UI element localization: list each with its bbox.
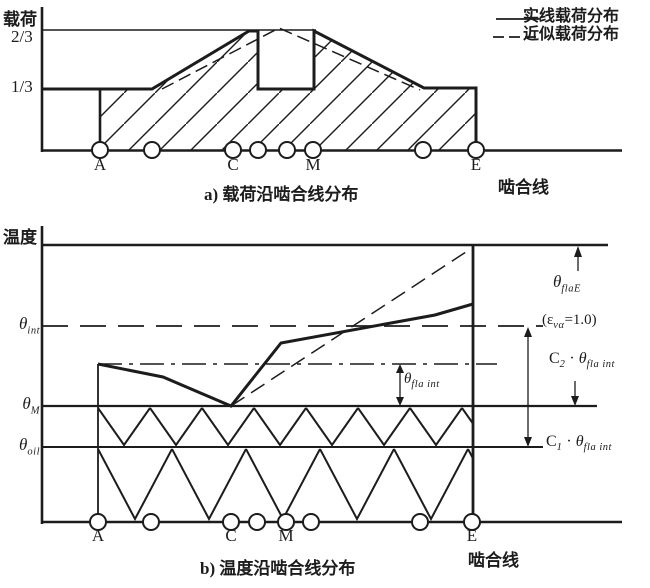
temp-solid-curve — [97, 302, 474, 408]
arrow-down-icon — [524, 437, 532, 447]
herringbone-band-upper — [98, 406, 473, 447]
load-solid-curve — [42, 28, 478, 150]
arrow-down-icon — [571, 396, 579, 406]
arrow-down-icon — [396, 397, 404, 406]
load-tick-one-third: 1/3 — [11, 77, 33, 96]
load-x-axis-label: 啮合线 — [498, 178, 549, 197]
load-tick-two-thirds: 2/3 — [11, 27, 33, 46]
arrow-up-icon — [524, 327, 532, 337]
load-point-C: C — [227, 155, 239, 174]
temp-point-M: M — [278, 526, 294, 545]
legend-dashed-label: 近似载荷分布 — [523, 26, 620, 43]
theta-oil-tick: θoil — [19, 435, 40, 458]
load-point-E: E — [470, 155, 482, 174]
temp-dashed-diagonal — [230, 247, 473, 407]
temperature-chart — [40, 226, 622, 531]
theta-fla-int-label: θfla int — [404, 371, 440, 390]
c2-theta-fla-int-label: C2 · θfla int — [549, 350, 615, 371]
temp-caption: b) 温度沿啮合线分布 — [200, 559, 356, 578]
arrow-up-icon — [396, 364, 404, 373]
temp-axis-points — [89, 513, 481, 531]
theta-M-tick: θM — [22, 394, 40, 417]
temp-point-E: E — [466, 526, 478, 545]
temp-x-axis-label: 啮合线 — [468, 551, 519, 570]
load-caption: a) 载荷沿啮合线分布 — [204, 185, 359, 204]
theta-flaE-label: θflaE — [553, 272, 581, 295]
arrow-up-icon — [574, 246, 582, 257]
load-point-M: M — [305, 155, 321, 174]
temp-y-axis-label: 温度 — [3, 228, 37, 247]
temp-point-C: C — [225, 526, 237, 545]
load-axis-points — [91, 141, 485, 159]
legend-solid-label: 实线载荷分布 — [523, 8, 620, 25]
load-dashed-curve — [161, 27, 421, 91]
load-point-A: A — [93, 155, 107, 174]
load-y-axis-label: 载荷 — [3, 10, 37, 29]
temp-point-A: A — [91, 526, 105, 545]
herringbone-band-lower — [98, 447, 473, 522]
c1-theta-fla-int-label: C1 · θfla int — [546, 433, 612, 454]
epsilon-condition-label: (εvα=1.0) — [542, 312, 597, 331]
theta-int-tick: θint — [19, 314, 40, 337]
